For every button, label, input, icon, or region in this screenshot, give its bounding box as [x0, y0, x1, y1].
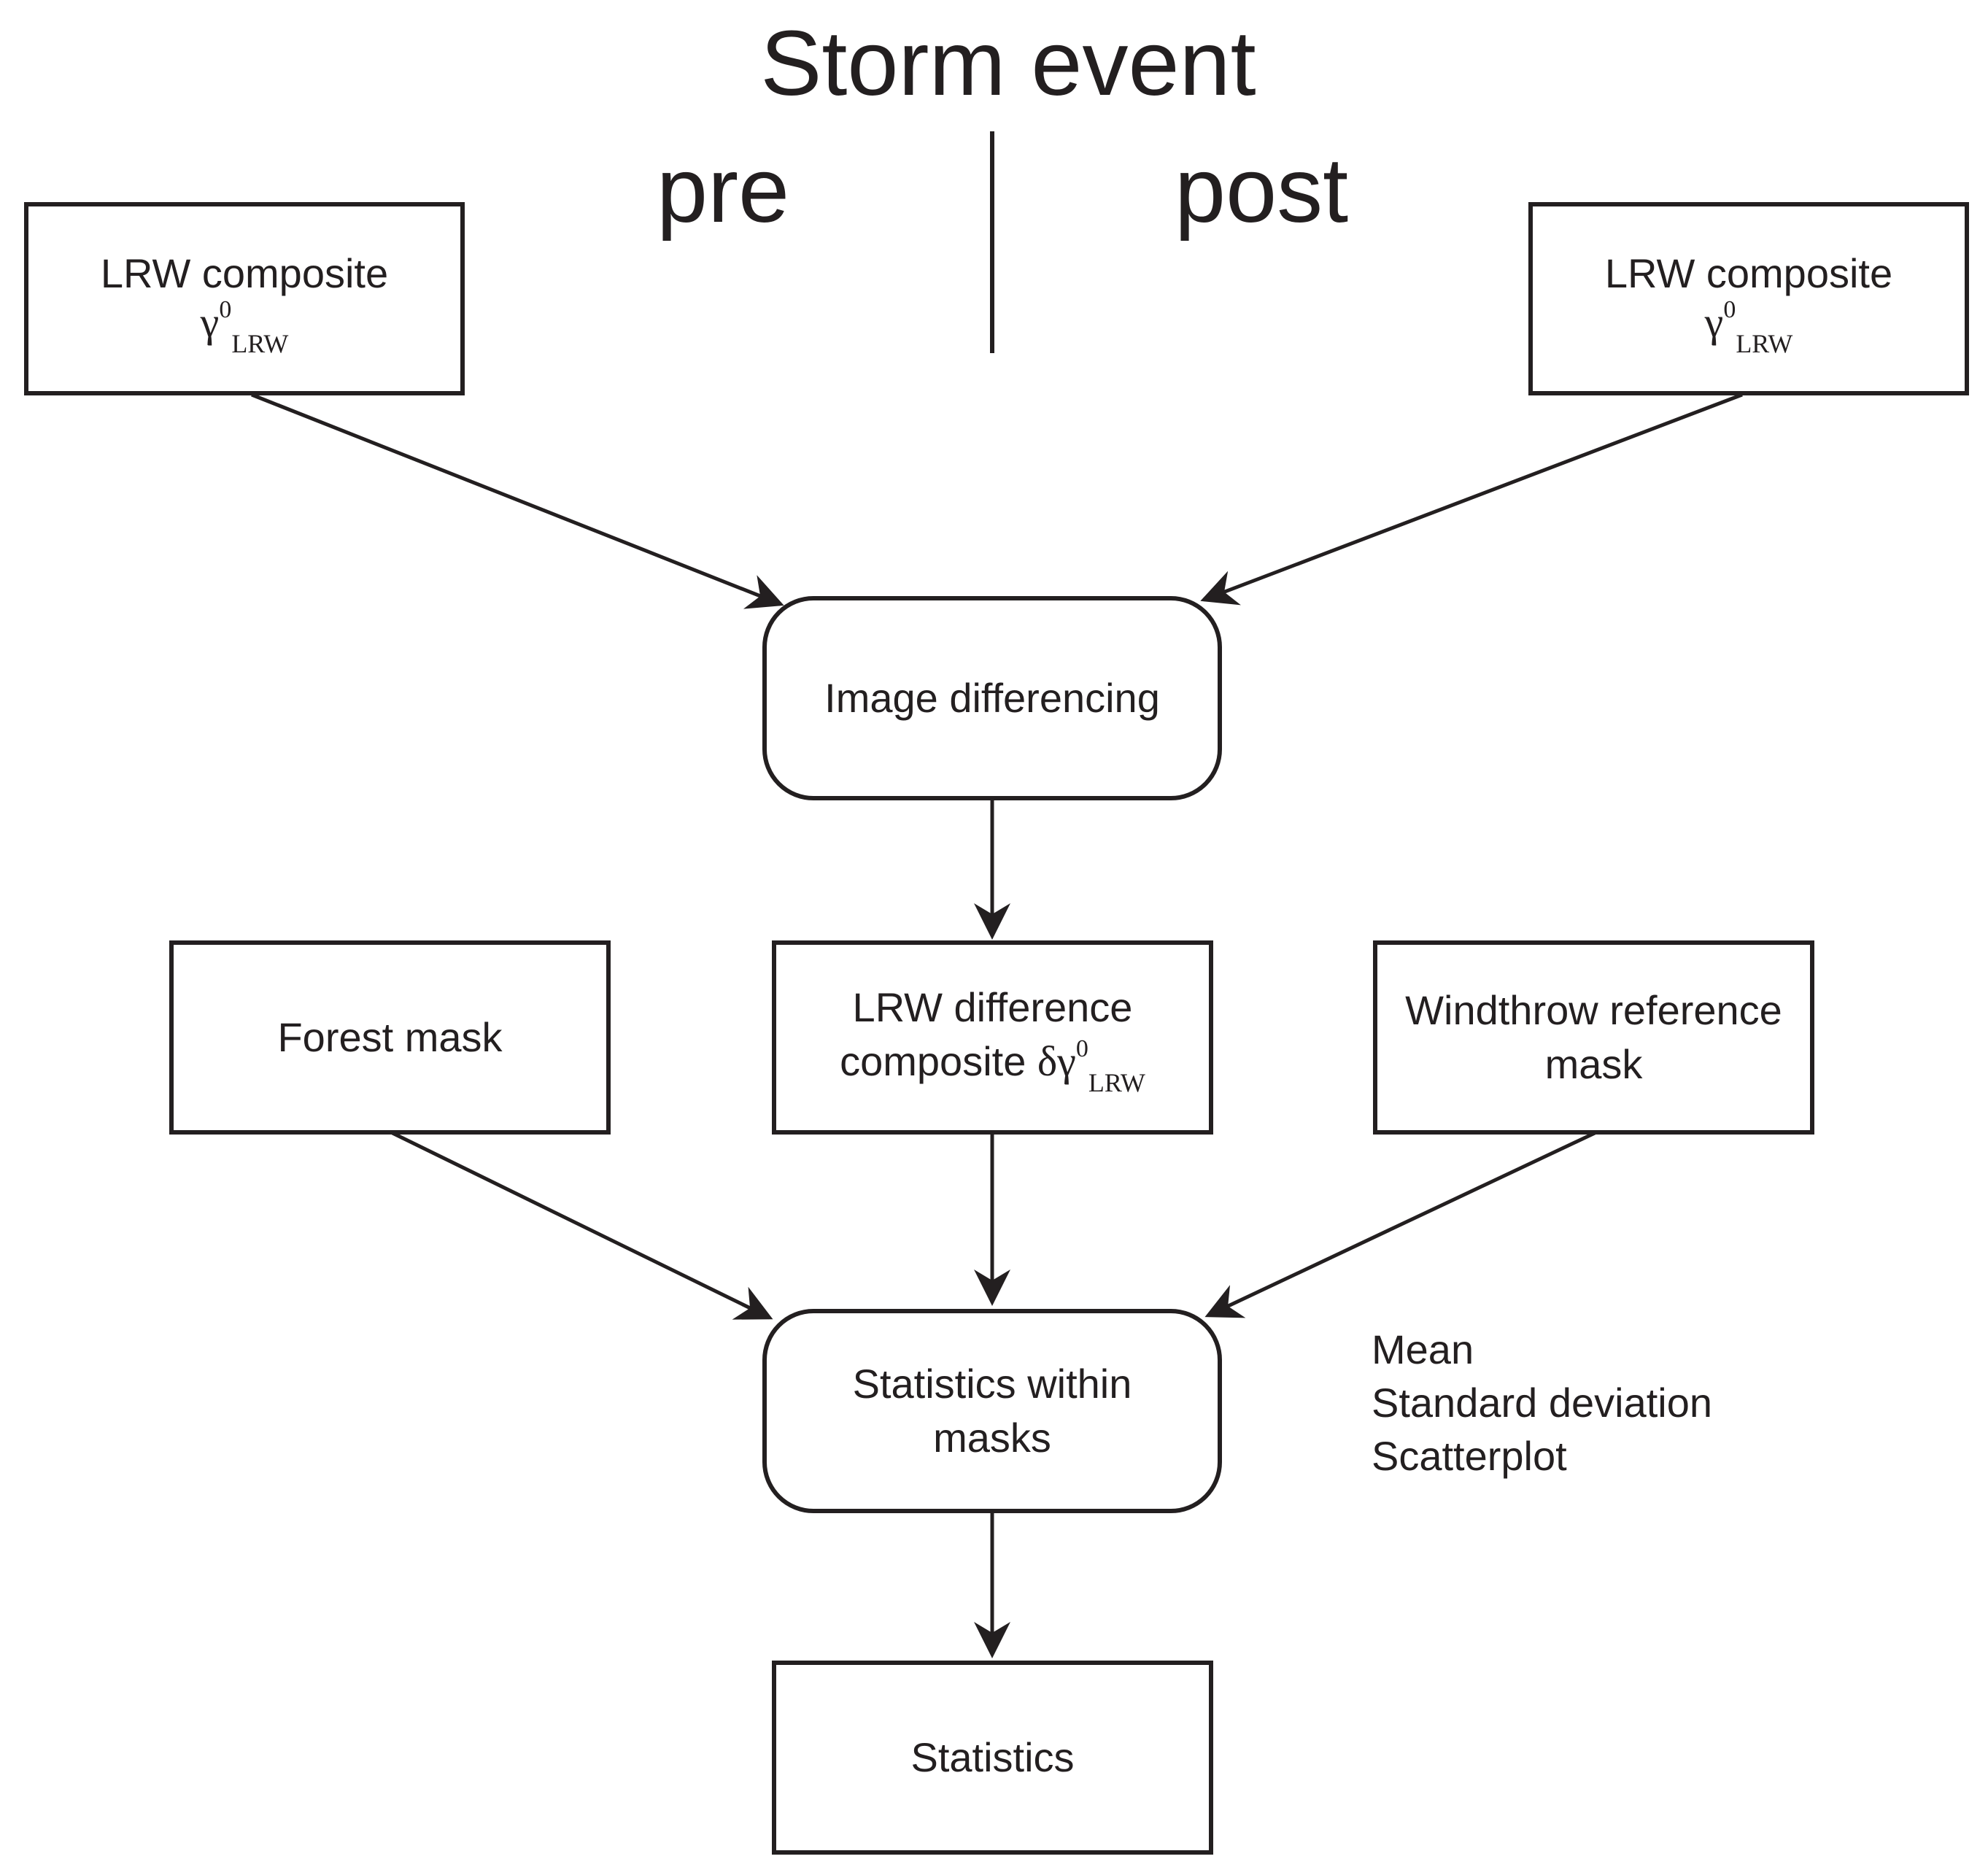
forest-mask-label: Forest mask	[277, 1014, 503, 1060]
delta-gamma-lrw-symbol: δγ0LRW	[1037, 1035, 1145, 1097]
statistics-box: Statistics	[772, 1661, 1213, 1855]
stats-method-list: Mean Standard deviation Scatterplot	[1372, 1323, 1712, 1483]
composite-word: composite	[840, 1037, 1026, 1084]
gamma-sup: 0	[219, 296, 232, 323]
lrw-difference-box: LRW difference composite δγ0LRW	[772, 940, 1213, 1135]
gamma-base: γ	[200, 298, 220, 346]
forest-mask-box: Forest mask	[169, 940, 611, 1135]
gamma-sub: LRW	[231, 329, 289, 358]
gamma-lrw-symbol: γ0LRW	[200, 296, 289, 358]
windthrow-line2: mask	[1544, 1041, 1643, 1087]
lrw-composite-post-label: LRW composite	[1604, 250, 1893, 296]
gamma-sub: LRW	[1736, 329, 1793, 358]
stats-within-line2: masks	[933, 1415, 1051, 1461]
post-label: post	[1175, 139, 1349, 241]
lrw-difference-line1: LRW difference	[852, 983, 1133, 1030]
statistics-label: Statistics	[910, 1734, 1075, 1780]
list-item-standard-deviation: Standard deviation	[1372, 1380, 1713, 1426]
windthrow-line1: Windthrow reference	[1405, 987, 1782, 1033]
arrow-forest-to-stats	[391, 1131, 773, 1320]
list-item-scatterplot: Scatterplot	[1372, 1433, 1567, 1479]
windthrow-reference-box: Windthrow reference mask	[1373, 940, 1814, 1135]
delta-gamma-sub: LRW	[1088, 1067, 1145, 1097]
delta-gamma-base: δγ	[1037, 1037, 1076, 1085]
lrw-composite-post-box: LRW composite γ0LRW	[1528, 202, 1969, 395]
image-differencing-label: Image differencing	[824, 675, 1160, 721]
pre-label: pre	[657, 139, 790, 241]
gamma-sup: 0	[1723, 296, 1736, 323]
lrw-composite-pre-box: LRW composite γ0LRW	[24, 202, 465, 395]
gamma-lrw-symbol: γ0LRW	[1704, 296, 1793, 358]
delta-gamma-sup: 0	[1075, 1035, 1088, 1062]
image-differencing-box: Image differencing	[762, 596, 1222, 800]
list-item-mean: Mean	[1372, 1326, 1474, 1372]
arrow-lrw-pre-to-differencing	[251, 393, 784, 609]
lrw-composite-pre-label: LRW composite	[100, 250, 389, 296]
lrw-difference-line2: composite δγ0LRW	[840, 1035, 1145, 1097]
gamma-base: γ	[1704, 298, 1724, 346]
arrow-windthrow-to-stats	[1204, 1131, 1596, 1318]
arrow-lrw-post-to-differencing	[1200, 393, 1743, 606]
statistics-within-masks-box: Statistics within masks	[762, 1309, 1222, 1513]
stats-within-line1: Statistics within	[852, 1361, 1132, 1407]
storm-event-title: Storm event	[760, 12, 1256, 115]
